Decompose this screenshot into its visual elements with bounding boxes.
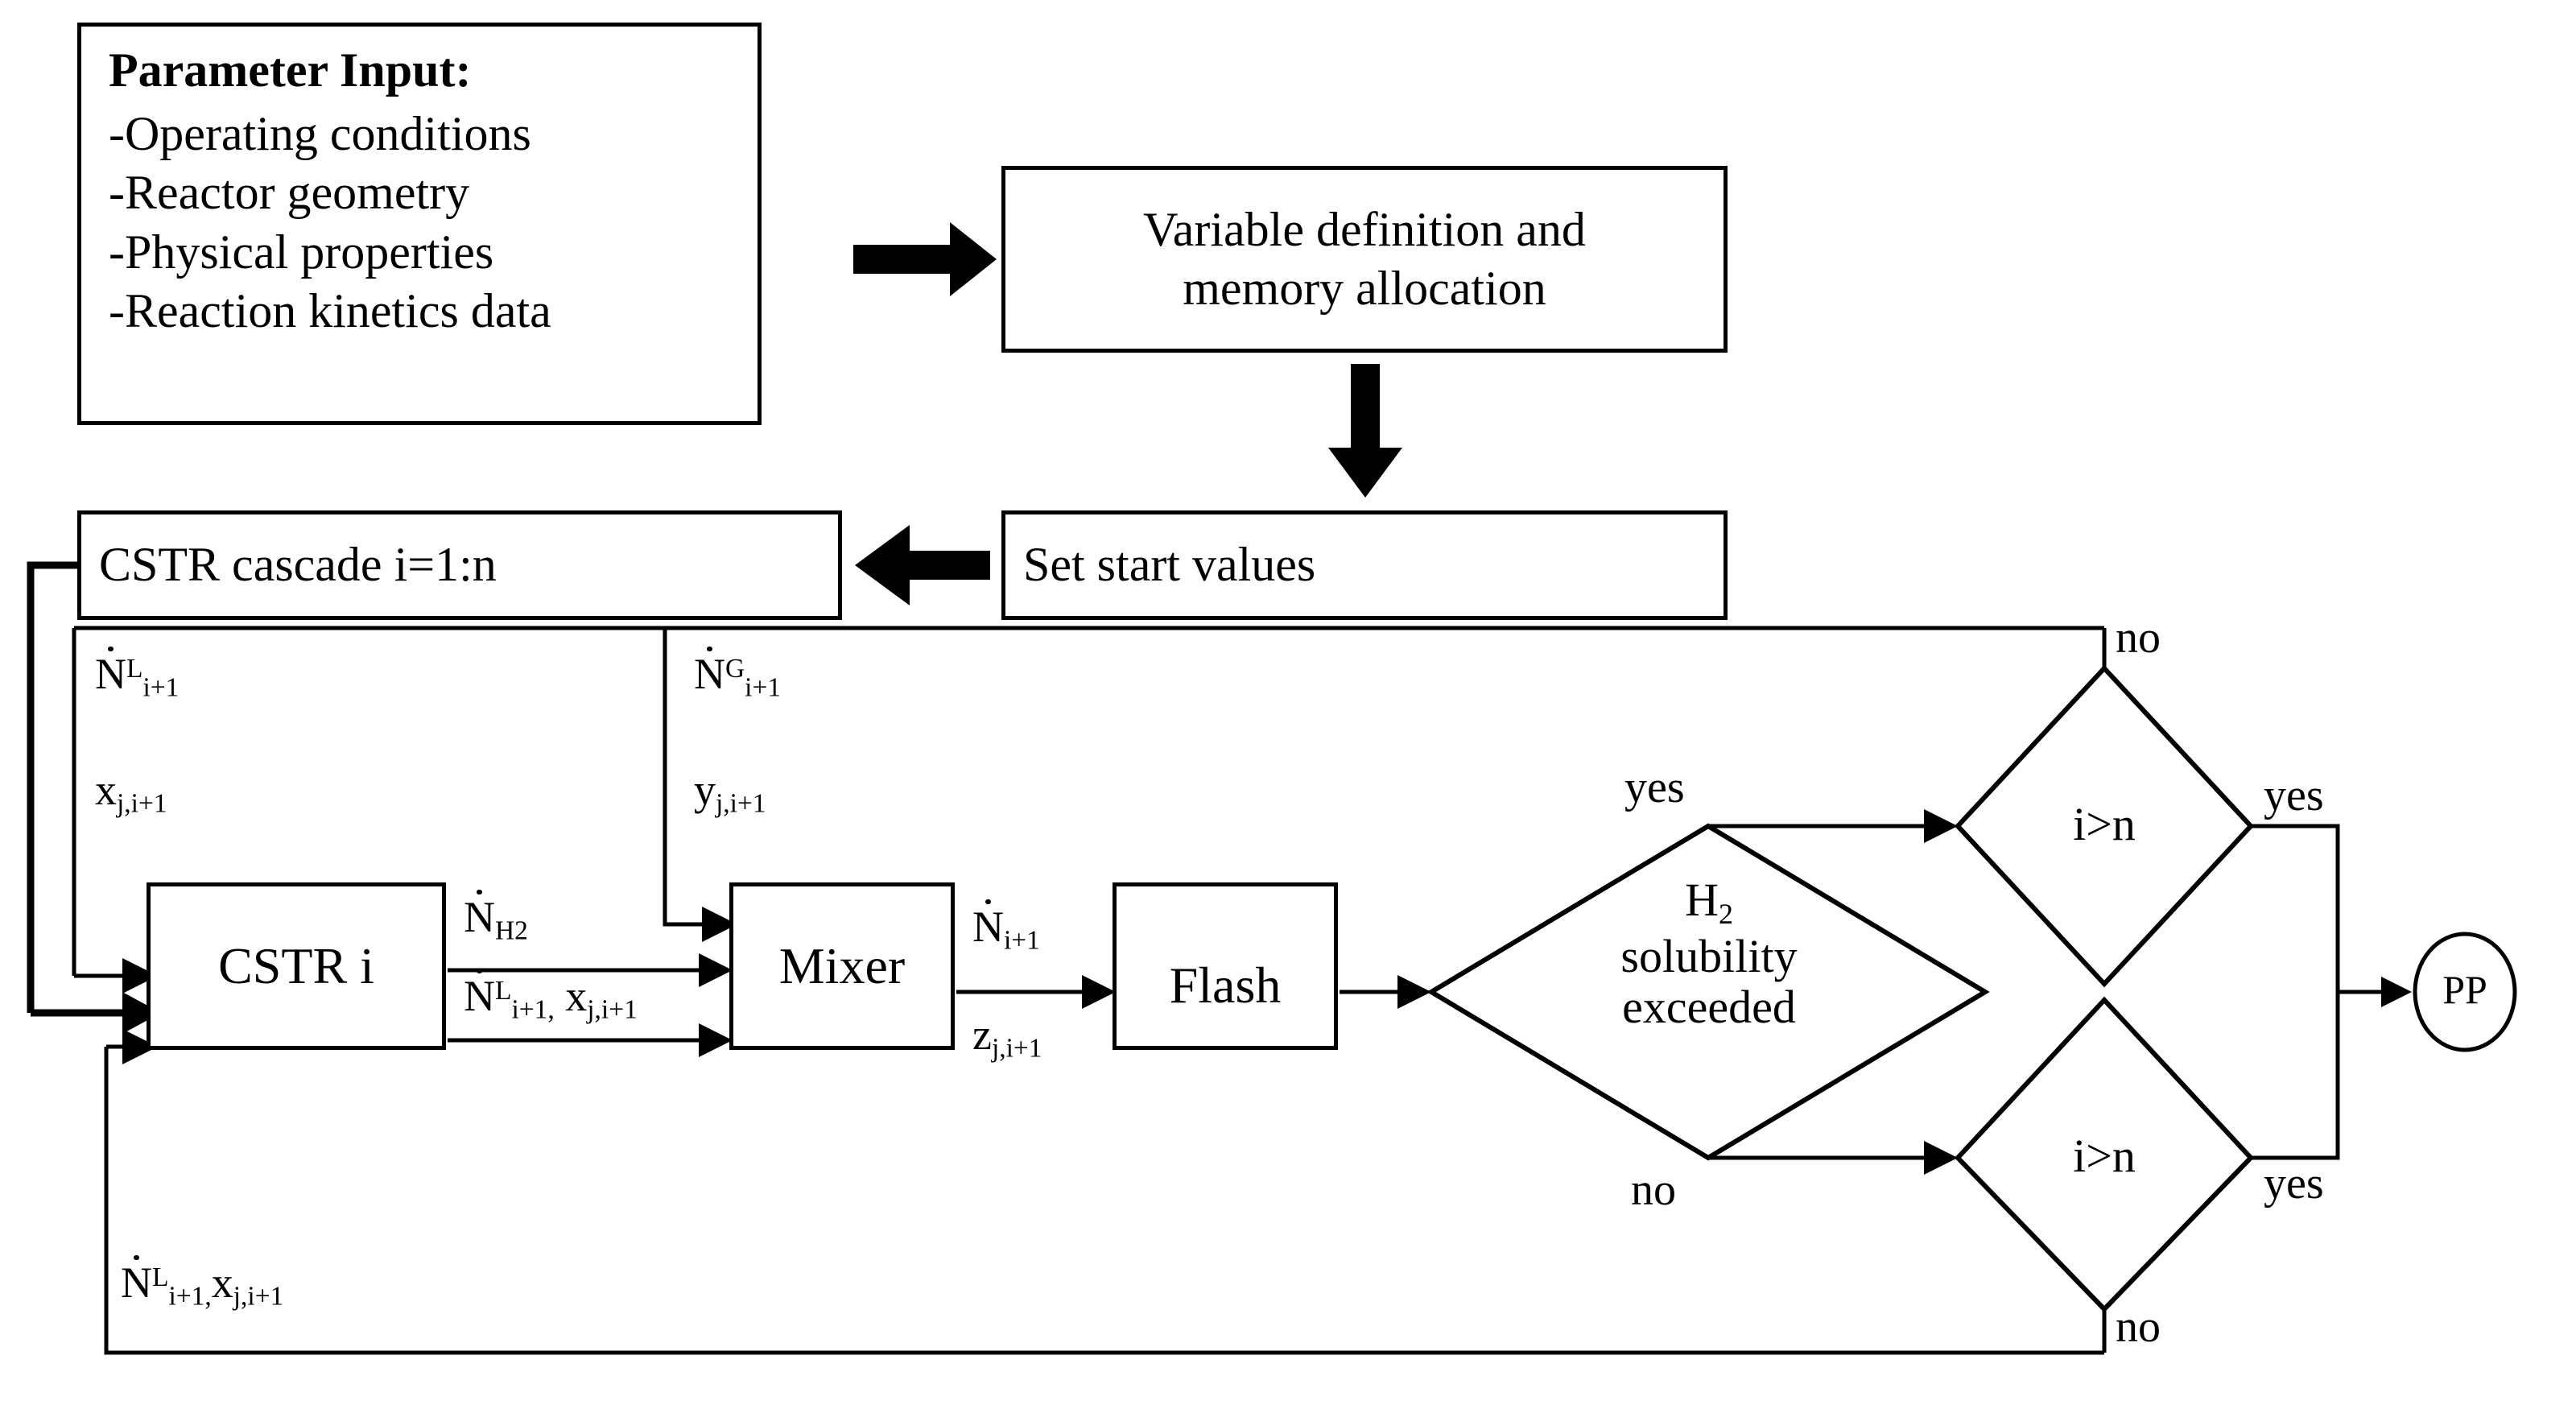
parameter-input-item-0: -Operating conditions [109,107,531,161]
cstr-h2-stream [448,953,733,987]
cstr-liquid-stream [448,1023,733,1057]
stream-gas-recycle-composition: yj,i+1 [694,766,766,819]
parameter-input-item-3: -Reaction kinetics data [109,283,551,337]
solubility-line1: H2 [1685,874,1733,931]
mixer-to-flash-stream [956,975,1116,1009]
iteration-top-yes-connector [2251,824,2340,992]
stream-mixer-out-composition: zj,i+1 [972,1010,1042,1064]
variable-definition-line1: Variable definition and [1143,202,1586,256]
stream-cstr-liquid-out: NLi+1, xj,i+1 [464,968,638,1025]
flash-box[interactable]: Flash [1113,882,1338,1050]
set-start-values-box[interactable]: Set start values [1001,510,1728,620]
solubility-yes-label: yes [1624,762,1685,812]
variable-definition-line2: memory allocation [1183,262,1546,315]
iteration-bottom-yes-label: yes [2264,1159,2324,1209]
bottom-recycle-frame [104,1047,2104,1355]
inner-recycle-arrow-into-cstr [74,958,158,994]
stream-liquid-recycle-composition: xj,i+1 [95,766,167,819]
cstr-cascade-label: CSTR cascade i=1:n [99,538,497,592]
bottom-recycle-arrow-into-cstr [106,1029,158,1064]
outer-loop-frame [27,561,77,1013]
set-start-values-label: Set start values [1023,538,1316,592]
stream-gas-recycle-flow: NGi+1 [694,646,782,703]
parameter-input-item-2: -Physical properties [109,225,494,279]
iteration-top-yes-label: yes [2264,771,2324,820]
flash-label: Flash [1169,957,1282,1014]
solubility-no-connector [1708,1141,1958,1175]
parameter-input-header: Parameter Input: [109,43,472,97]
outer-loop-arrow-into-cstr [31,992,161,1034]
parameter-input-box[interactable]: Parameter Input: -Operating conditions -… [77,23,762,425]
variable-definition-box[interactable]: Variable definition and memory allocatio… [1001,166,1728,353]
block-arrow-vardef-to-setstart [1328,364,1402,498]
solubility-yes-connector [1708,809,1958,843]
iteration-top-no-label: no [2116,613,2161,663]
pp-connector [2338,977,2412,1007]
stream-hydrogen: NH2 [464,889,528,946]
flash-to-solubility-stream [1340,975,1431,1009]
iteration-bottom-no-label: no [2116,1302,2161,1352]
solubility-no-label: no [1631,1165,1676,1215]
cstr-label: CSTR i [218,936,374,994]
stream-mixer-out-flow: Ni+1 [972,899,1040,956]
solubility-line2: solubility [1620,929,1798,982]
mixer-box[interactable]: Mixer [729,882,955,1050]
solubility-diamond-text: H2 solubility exceeded [1512,874,1906,1033]
pp-label: PP [2442,967,2487,1012]
inner-recycle-frame-left [72,626,2104,976]
block-arrow-setstart-to-cascade [855,525,990,605]
cstr-box[interactable]: CSTR i [147,882,446,1050]
parameter-input-item-1: -Reactor geometry [109,166,470,220]
stream-liquid-recycle-flow: NLi+1 [95,646,180,703]
solubility-diamond[interactable] [1426,823,1990,1161]
pp-ellipse[interactable] [2413,932,2517,1052]
cstr-cascade-box[interactable]: CSTR cascade i=1:n [77,510,842,620]
iteration-bottom-yes-connector [2251,992,2340,1160]
solubility-line3: exceeded [1622,981,1796,1034]
iteration-bottom-label: i>n [2073,1130,2136,1182]
mixer-label: Mixer [778,936,906,994]
gas-recycle-connector [663,628,737,942]
iteration-top-label: i>n [2073,798,2136,850]
stream-bottom-recycle: NLi+1,xj,i+1 [121,1254,284,1312]
block-arrow-param-to-vardef [853,222,997,296]
